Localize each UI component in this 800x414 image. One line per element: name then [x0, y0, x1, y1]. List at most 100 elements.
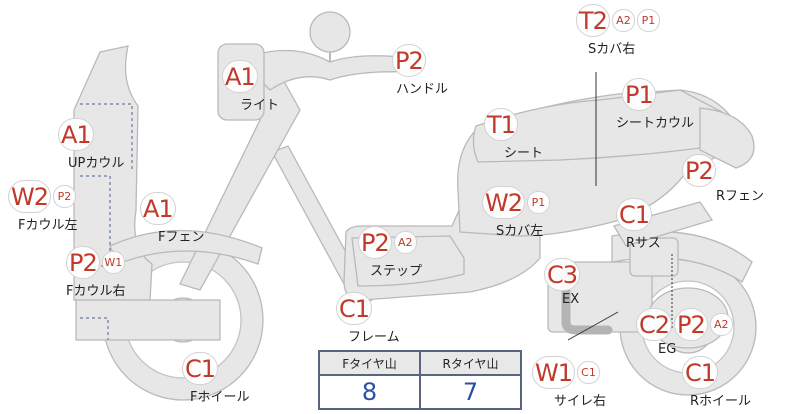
up-cowl-codes: A1 [58, 118, 124, 151]
seat-codes: T1 [484, 108, 543, 141]
s-cover-right-code-3: P1 [636, 9, 660, 32]
label-r-fender: P2 Rフェン [682, 154, 764, 204]
side-stand-right-code-2: C1 [577, 361, 600, 384]
handle-code-1: P2 [392, 44, 426, 77]
r-fender-name: Rフェン [716, 189, 765, 204]
up-cowl-code-1: A1 [58, 118, 94, 151]
label-engine: C2 P2 A2 EG [636, 308, 733, 357]
r-wheel-code-1: C1 [682, 356, 719, 389]
label-frame: C1 フレーム [336, 292, 400, 345]
handle-codes: P2 [392, 44, 448, 77]
seat-code-1: T1 [484, 108, 518, 141]
step-code-1: P2 [358, 226, 392, 259]
label-f-fender: A1 Fフェン [140, 192, 204, 245]
up-cowl-name: UPカウル [68, 156, 125, 171]
label-s-cover-left: W2 P1 Sカバ左 [482, 186, 550, 239]
handle-name: ハンドル [396, 82, 449, 97]
s-cover-left-code-2: P1 [527, 191, 550, 214]
label-f-cowl-left: W2 P2 Fカウル左 [8, 180, 77, 233]
r-fender-codes: P2 [682, 154, 764, 187]
side-stand-right-name: サイレ右 [554, 394, 607, 409]
f-cowl-right-code-1: P2 [66, 246, 100, 279]
s-cover-left-name: Sカバ左 [496, 224, 544, 239]
label-seat-cowl: P1 シートカウル [616, 78, 694, 131]
front-fender-shape [109, 229, 263, 265]
label-up-cowl: A1 UPカウル [58, 118, 124, 171]
f-fender-name: Fフェン [158, 230, 205, 245]
side-stand-right-codes: W1 C1 [532, 356, 606, 389]
f-cowl-left-code-2: P2 [53, 185, 76, 208]
label-light: A1 ライト [222, 60, 279, 113]
r-suspension-name: Rサス [626, 236, 661, 251]
label-exhaust: C3 EX [544, 258, 581, 307]
label-handle: P2 ハンドル [392, 44, 448, 97]
exhaust-codes: C3 [544, 258, 581, 291]
exhaust-name: EX [562, 292, 580, 307]
f-cowl-left-name: Fカウル左 [18, 218, 78, 233]
s-cover-right-code-1: T2 [576, 4, 610, 37]
s-cover-right-code-2: A2 [611, 9, 635, 32]
r-suspension-codes: C1 [616, 198, 661, 231]
front-cowl-extension [75, 299, 221, 341]
engine-name: EG [658, 342, 677, 357]
label-s-cover-right: T2 A2 P1 Sカバ右 [576, 4, 660, 57]
f-cowl-left-codes: W2 P2 [8, 180, 77, 213]
frame-codes: C1 [336, 292, 400, 325]
tire-tread-table: Fタイヤ山 8 Rタイヤ山 7 [318, 350, 522, 410]
seat-cowl-codes: P1 [616, 78, 694, 111]
f-cowl-right-name: Fカウル右 [66, 284, 126, 299]
engine-code-1: C2 [636, 308, 673, 341]
rear-tire-column: Rタイヤ山 7 [419, 352, 520, 408]
frame-code-1: C1 [336, 292, 373, 325]
step-name: ステップ [370, 264, 423, 279]
s-cover-left-codes: W2 P1 [482, 186, 550, 219]
f-fender-codes: A1 [140, 192, 204, 225]
frame-name: フレーム [348, 330, 400, 345]
s-cover-right-codes: T2 A2 P1 [576, 4, 660, 37]
f-wheel-name: Fホイール [190, 390, 250, 405]
r-suspension-code-1: C1 [616, 198, 653, 231]
f-wheel-code-1: C1 [182, 352, 219, 385]
side-stand-right-code-1: W1 [532, 356, 575, 389]
seat-cowl-code-1: P1 [622, 78, 656, 111]
light-name: ライト [240, 98, 280, 113]
label-r-wheel: C1 Rホイール [682, 356, 751, 409]
mirror-shape [309, 11, 351, 53]
r-fender-code-1: P2 [682, 154, 716, 187]
engine-code-2: P2 [674, 308, 708, 341]
cowl-dashed-line-bottom [80, 317, 109, 340]
r-wheel-name: Rホイール [690, 394, 752, 409]
seat-name: シート [504, 146, 544, 161]
front-tire-column: Fタイヤ山 8 [320, 352, 419, 408]
s-cover-right-name: Sカバ右 [588, 42, 636, 57]
f-cowl-right-code-2: W1 [101, 251, 125, 274]
seat-cowl-name: シートカウル [616, 116, 695, 131]
side-stand-leader [567, 311, 619, 341]
front-tire-value: 8 [361, 378, 378, 406]
f-wheel-codes: C1 [182, 352, 249, 385]
rear-suspension-shape [613, 201, 714, 247]
light-code-1: A1 [222, 60, 258, 93]
front-cowl-shape [73, 45, 153, 301]
label-r-suspension: C1 Rサス [616, 198, 661, 251]
engine-code-3: A2 [709, 313, 733, 336]
label-step: P2 A2 ステップ [358, 226, 422, 279]
s-cover-left-code-1: W2 [482, 186, 525, 219]
step-codes: P2 A2 [358, 226, 422, 259]
step-code-2: A2 [393, 231, 417, 254]
front-tire-header: Fタイヤ山 [320, 352, 419, 376]
exhaust-code-1: C3 [544, 258, 581, 291]
f-fender-code-1: A1 [140, 192, 176, 225]
light-codes: A1 [222, 60, 279, 93]
f-cowl-left-code-1: W2 [8, 180, 51, 213]
label-f-wheel: C1 Fホイール [182, 352, 249, 405]
cowl-dashed-line-top [80, 103, 133, 172]
label-side-stand-right: W1 C1 サイレ右 [532, 356, 606, 409]
f-cowl-right-codes: P2 W1 [66, 246, 125, 279]
rear-tire-header: Rタイヤ山 [421, 352, 520, 376]
engine-codes: C2 P2 A2 [636, 308, 733, 341]
r-wheel-codes: C1 [682, 356, 751, 389]
label-f-cowl-right: P2 W1 Fカウル右 [66, 246, 125, 299]
